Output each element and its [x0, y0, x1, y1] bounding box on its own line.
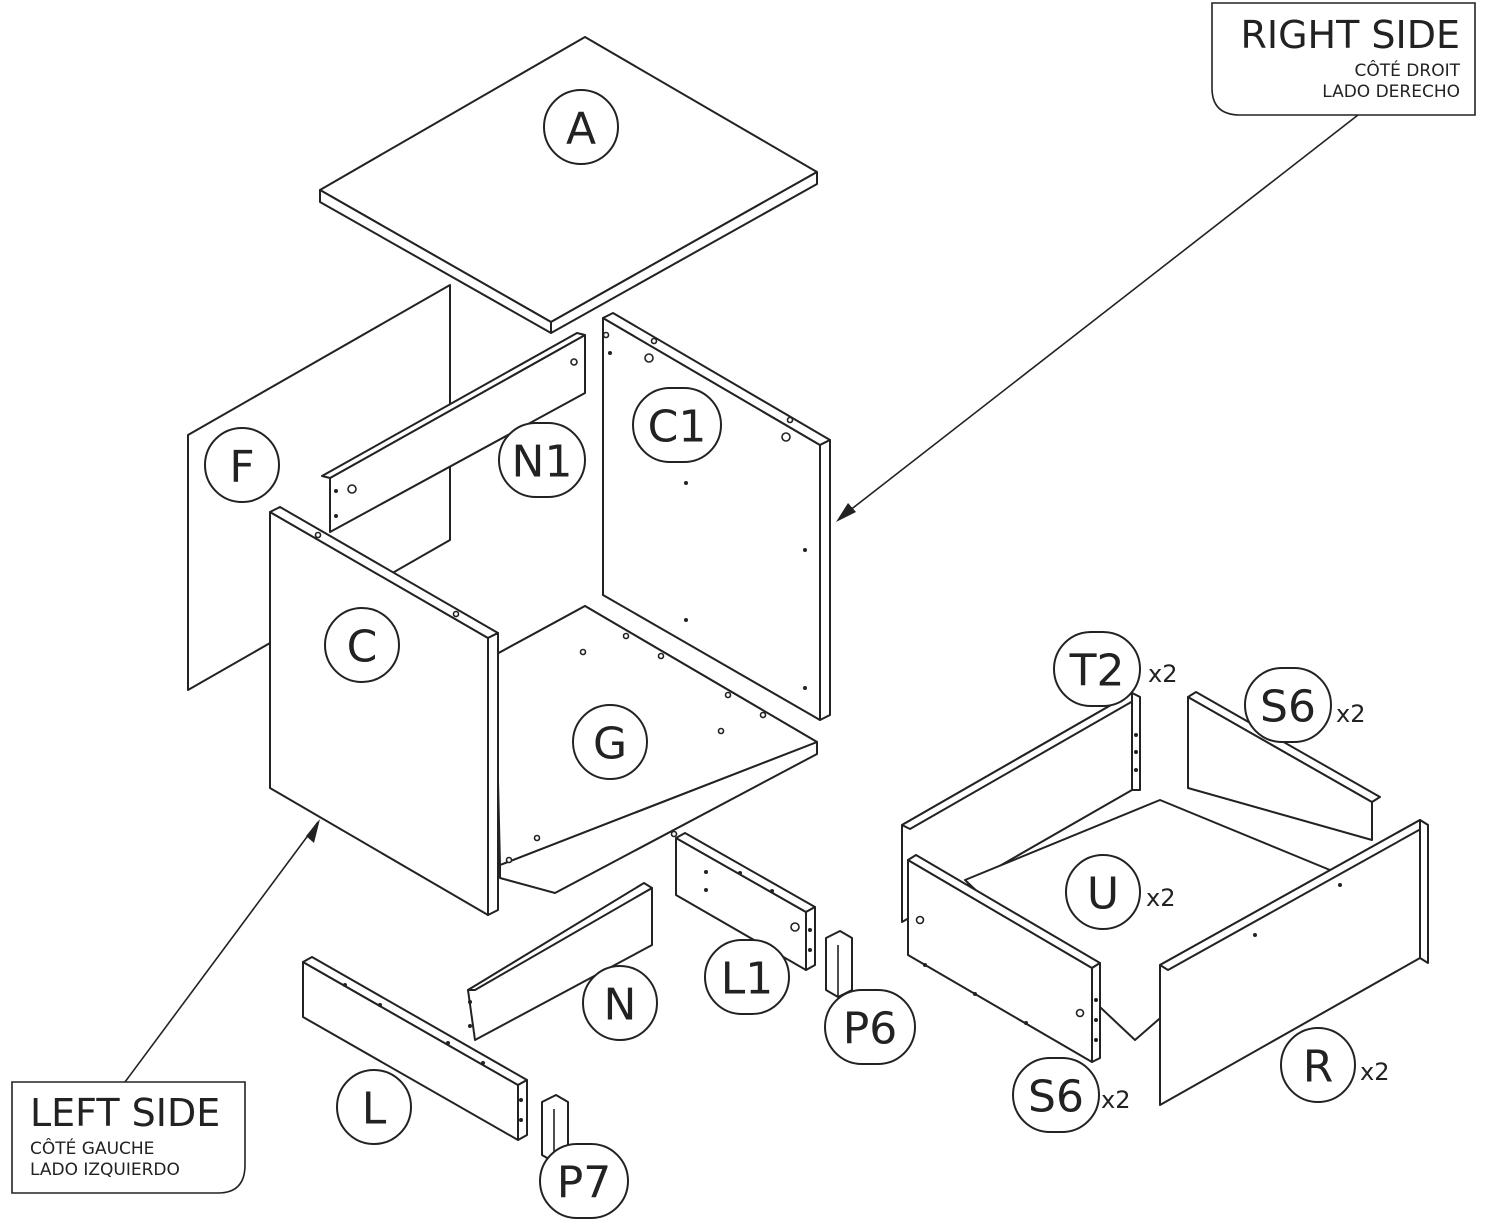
label-f: F — [204, 427, 280, 503]
svg-text:S6: S6 — [1260, 682, 1316, 733]
label-s6-back: S6 x2 — [1244, 667, 1365, 743]
svg-text:P7: P7 — [557, 1158, 612, 1209]
rail-n — [467, 882, 653, 1041]
label-c1: C1 — [632, 387, 722, 463]
left-side-callout: LEFT SIDE CÔTÉ GAUCHE LADO IZQUIERDO — [11, 1081, 246, 1194]
panel-a — [319, 36, 818, 334]
svg-text:T2: T2 — [1069, 646, 1125, 697]
svg-text:F: F — [229, 442, 254, 493]
label-n1: N1 — [498, 422, 586, 498]
svg-text:L1: L1 — [721, 954, 774, 1005]
label-u: U x2 — [1065, 854, 1175, 930]
label-t2: T2 x2 — [1053, 631, 1177, 707]
svg-text:R: R — [1303, 1042, 1334, 1093]
right-side-leader — [836, 114, 1359, 522]
svg-text:U: U — [1087, 869, 1119, 920]
svg-text:G: G — [593, 719, 627, 770]
rail-l1 — [675, 832, 816, 971]
label-p6: P6 — [824, 989, 916, 1065]
left-side-es: LADO IZQUIERDO — [30, 1160, 180, 1180]
rail-l — [302, 956, 528, 1141]
label-l1: L1 — [704, 939, 790, 1015]
svg-text:N1: N1 — [512, 437, 573, 488]
left-side-leader — [124, 819, 320, 1083]
label-p7: P7 — [539, 1143, 629, 1219]
svg-text:N: N — [604, 980, 637, 1031]
svg-text:x2: x2 — [1360, 1058, 1389, 1086]
svg-text:A: A — [566, 104, 596, 155]
label-a: A — [543, 89, 619, 165]
label-c: C — [324, 607, 400, 683]
label-g: G — [572, 704, 648, 780]
svg-text:x2: x2 — [1336, 700, 1365, 728]
block-p6 — [825, 930, 853, 998]
svg-text:L: L — [362, 1084, 387, 1135]
label-n: N — [582, 965, 658, 1041]
right-side-title: RIGHT SIDE — [1240, 13, 1460, 57]
label-r: R x2 — [1280, 1027, 1389, 1103]
right-side-es: LADO DERECHO — [1322, 82, 1460, 102]
svg-text:C1: C1 — [648, 402, 707, 453]
svg-text:P6: P6 — [843, 1004, 898, 1055]
right-side-fr: CÔTÉ DROIT — [1355, 59, 1461, 81]
left-side-title: LEFT SIDE — [30, 1091, 220, 1135]
svg-text:x2: x2 — [1101, 1086, 1130, 1114]
rail-n1 — [321, 332, 586, 533]
svg-text:x2: x2 — [1148, 660, 1177, 688]
label-l: L — [336, 1069, 412, 1145]
right-side-callout: RIGHT SIDE CÔTÉ DROIT LADO DERECHO — [1211, 2, 1476, 116]
drawer-assembly — [901, 691, 1429, 1106]
panel-c — [269, 506, 499, 916]
svg-text:C: C — [347, 622, 378, 673]
label-s6-front: S6 x2 — [1012, 1057, 1130, 1133]
svg-text:S6: S6 — [1028, 1072, 1084, 1123]
svg-text:x2: x2 — [1146, 884, 1175, 912]
panel-f — [187, 284, 451, 691]
panel-g — [494, 605, 818, 894]
left-side-fr: CÔTÉ GAUCHE — [30, 1137, 154, 1159]
